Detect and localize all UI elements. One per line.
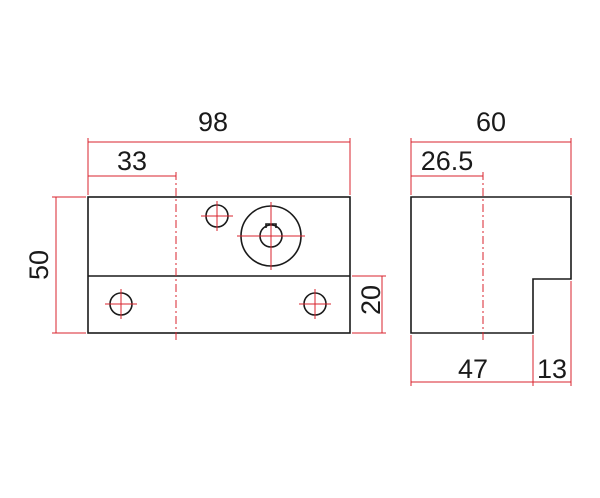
front-view-outline [87, 196, 351, 334]
dim-60-label: 60 [476, 107, 506, 137]
dimension-side-hole-offset: 26.5 [410, 146, 483, 195]
dimension-height: 50 [24, 196, 86, 334]
front-view: 98 33 50 20 [24, 107, 386, 342]
upper-small-hole [201, 201, 233, 231]
side-view-outline [410, 196, 572, 334]
dim-47-label: 47 [458, 354, 488, 384]
dim-26-5-label: 26.5 [421, 146, 474, 176]
dimension-step-height: 20 [352, 275, 386, 334]
dimension-overall-width: 98 [87, 107, 351, 195]
side-view: 60 26.5 47 13 [410, 107, 572, 386]
dim-50-label: 50 [24, 250, 54, 280]
lower-left-hole [105, 289, 137, 319]
lower-right-hole [299, 289, 331, 319]
large-bore [237, 202, 305, 270]
dimension-side-base: 47 13 [410, 281, 572, 386]
dim-33-label: 33 [117, 146, 147, 176]
dim-20-label: 20 [356, 285, 386, 315]
dimension-side-width: 60 [410, 107, 572, 195]
dim-13-label: 13 [537, 354, 567, 384]
dim-98-label: 98 [198, 107, 228, 137]
dimension-hole-offset: 33 [87, 146, 176, 195]
